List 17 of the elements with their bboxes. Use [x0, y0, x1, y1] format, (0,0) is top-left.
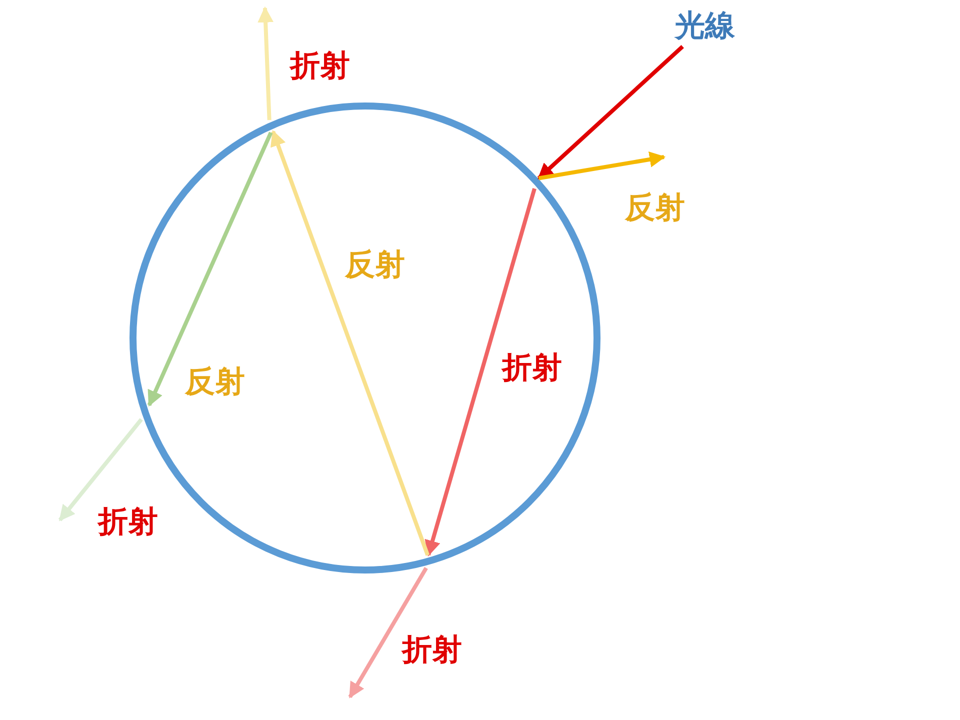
arrow [270, 130, 430, 556]
droplet-circle [129, 102, 601, 574]
ray-label: 光線 [673, 10, 737, 42]
arrow [538, 152, 666, 180]
arrow [258, 6, 274, 120]
edge-label: 折射 [288, 50, 351, 82]
arrow [147, 132, 273, 407]
arrow [537, 45, 684, 180]
edge-label: 折射 [400, 634, 463, 666]
arrow [348, 566, 428, 698]
arrow [424, 188, 536, 556]
edge-label: 折射 [500, 352, 563, 384]
arrow [58, 418, 143, 522]
edge-label: 反射 [344, 248, 406, 282]
edge-label: 反射 [184, 366, 246, 398]
edge-label: 反射 [624, 192, 686, 224]
edge-label: 折射 [96, 506, 159, 538]
